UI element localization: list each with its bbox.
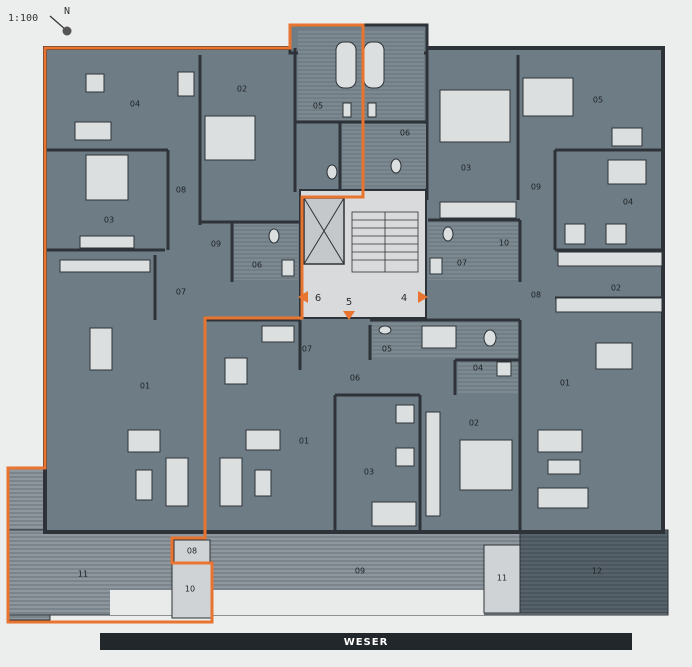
room-label: 05	[593, 96, 603, 105]
north-arrow-icon: N	[49, 6, 72, 36]
room-label: 08	[187, 547, 197, 556]
arrow-right-icon	[418, 291, 428, 303]
fixtures	[268, 41, 512, 377]
bathtub-icon	[335, 41, 357, 89]
room-label: 03	[461, 164, 471, 173]
interior-walls	[45, 48, 663, 532]
unit-outline	[6, 23, 365, 624]
room-label: 03	[104, 216, 114, 225]
room-label: 07	[302, 345, 312, 354]
stair-label-4: 4	[401, 293, 407, 304]
room-label: 04	[130, 100, 140, 109]
room-label: 10	[185, 585, 195, 594]
room-label: 02	[611, 284, 621, 293]
toilet-icon	[442, 226, 454, 242]
river-bar	[100, 633, 632, 650]
stair-flights	[351, 211, 419, 273]
room-label: 10	[499, 239, 509, 248]
room-label: 09	[531, 183, 541, 192]
room-label: 01	[560, 379, 570, 388]
planter-11	[483, 544, 521, 614]
room-label: 05	[313, 102, 323, 111]
scale-label: 1:100	[8, 13, 38, 24]
terrace-cutout	[110, 590, 484, 615]
room-label: 02	[237, 85, 247, 94]
room-label: 07	[457, 259, 467, 268]
room-label: 06	[350, 374, 360, 383]
stair-label-6: 6	[315, 293, 321, 304]
room-label: 11	[78, 570, 88, 579]
river-label: WESER	[344, 637, 389, 648]
room-label: 04	[473, 364, 483, 373]
planter-10	[171, 562, 213, 619]
room-label: 09	[355, 567, 365, 576]
room-label: 01	[140, 382, 150, 391]
room-label: 06	[400, 129, 410, 138]
room-label: 05	[382, 345, 392, 354]
room-label: 04	[623, 198, 633, 207]
room-label: 12	[592, 567, 602, 576]
room-label: 03	[364, 468, 374, 477]
room-labels: 04 02 05 06 03 05 08 03 09 06 07 07 10 0…	[78, 85, 633, 594]
bathroom-05-tiles	[298, 30, 424, 120]
bathtub-icon	[363, 41, 385, 89]
terrace-right	[519, 529, 669, 614]
toilet-icon	[326, 164, 338, 180]
room-label: 02	[469, 419, 479, 428]
stair-label-5: 5	[346, 297, 352, 308]
arrow-down-icon	[343, 311, 355, 320]
room-label: 08	[176, 186, 186, 195]
room-label: 11	[497, 574, 507, 583]
north-label: N	[64, 6, 70, 17]
sink-icon	[378, 325, 392, 335]
room-label: 06	[252, 261, 262, 270]
room-label: 08	[531, 291, 541, 300]
toilet-icon	[268, 228, 280, 244]
room-label: 01	[299, 437, 309, 446]
toilet-icon	[390, 158, 402, 174]
toilet-icon	[483, 329, 497, 347]
furniture	[59, 71, 663, 527]
bathroom-06-tiles	[342, 124, 426, 188]
room-label: 09	[211, 240, 221, 249]
room-label: 07	[176, 288, 186, 297]
